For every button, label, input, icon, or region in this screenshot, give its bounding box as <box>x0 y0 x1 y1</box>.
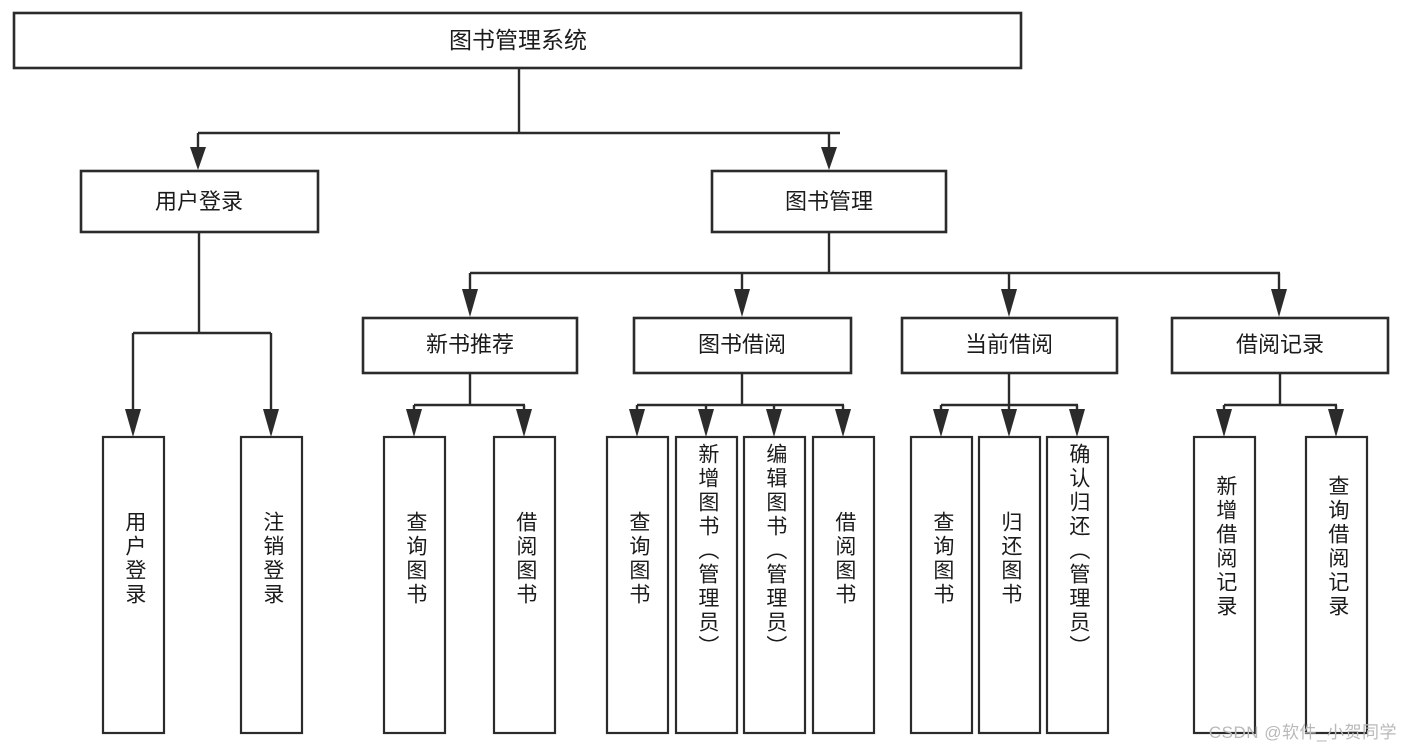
leaf-box-add-record[interactable] <box>1192 435 1257 735</box>
arrow-head-leaf-logout <box>263 409 279 437</box>
arrow-head-leaf-add-record <box>1216 409 1232 437</box>
node-current-borrow-label: 当前借阅 <box>965 332 1053 357</box>
arrow-head-leaf-query-book-3 <box>933 409 949 437</box>
node-new-book-rec-box[interactable] <box>361 316 579 375</box>
leaf-box-edit-book[interactable] <box>742 435 807 735</box>
node-root-box[interactable] <box>12 11 1023 70</box>
node-book-manage-box[interactable] <box>710 169 948 234</box>
arrow-head-leaf-borrow-book-2 <box>835 409 851 437</box>
connector-current-borrow-to-leaves <box>933 373 1085 437</box>
arrow-head-book-manage <box>821 147 837 170</box>
connector-book-manage-to-level3 <box>462 232 1287 317</box>
arrow-head-leaf-edit-book <box>766 409 782 437</box>
leaf-box-confirm-return[interactable] <box>1045 435 1110 735</box>
connector-user-login-to-leaves <box>125 232 279 437</box>
leaf-box-borrow-book-2[interactable] <box>811 435 876 735</box>
arrow-head-leaf-confirm-return <box>1069 409 1085 437</box>
arrow-head-leaf-add-book <box>698 409 714 437</box>
leaf-box-return-book[interactable] <box>977 435 1042 735</box>
node-borrow-record[interactable]: 借阅记录 <box>1170 316 1390 375</box>
leaf-box-add-book[interactable] <box>674 435 739 735</box>
leaf-box-borrow-book-1[interactable] <box>492 435 557 735</box>
node-new-book-rec[interactable]: 新书推荐 <box>361 316 579 375</box>
node-book-borrow[interactable]: 图书借阅 <box>632 316 853 375</box>
arrow-head-new-book-rec <box>462 289 478 317</box>
node-new-book-rec-label: 新书推荐 <box>426 332 514 357</box>
connector-book-borrow-to-leaves <box>629 373 851 437</box>
node-root[interactable]: 图书管理系统 <box>12 11 1023 70</box>
node-book-borrow-label: 图书借阅 <box>698 332 786 357</box>
arrow-head-leaf-query-book-1 <box>406 409 422 437</box>
arrow-head-leaf-borrow-book-1 <box>516 409 532 437</box>
leaf-box-user-login[interactable] <box>101 435 166 735</box>
node-book-borrow-box[interactable] <box>632 316 853 375</box>
arrow-head-borrow-record <box>1271 289 1287 317</box>
node-book-manage[interactable]: 图书管理 <box>710 169 948 234</box>
leaf-box-query-book-2[interactable] <box>605 435 670 735</box>
arrow-head-leaf-query-book-2 <box>629 409 645 437</box>
node-user-login-label: 用户登录 <box>155 189 243 214</box>
node-book-manage-label: 图书管理 <box>785 189 873 214</box>
arrow-head-leaf-query-record <box>1328 409 1344 437</box>
connector-borrow-record-to-leaves <box>1216 373 1344 437</box>
arrow-head-leaf-user-login <box>125 409 141 437</box>
arrow-head-leaf-return-book <box>1001 409 1017 437</box>
arrow-head-current-borrow <box>1001 289 1017 317</box>
leaf-box-query-book-1[interactable] <box>382 435 447 735</box>
arrow-head-book-borrow <box>734 289 750 317</box>
node-borrow-record-label: 借阅记录 <box>1236 332 1324 357</box>
node-root-label: 图书管理系统 <box>449 27 587 53</box>
leaf-box-query-record[interactable] <box>1304 435 1369 735</box>
connector-root-to-level2 <box>190 69 840 170</box>
node-borrow-record-box[interactable] <box>1170 316 1390 375</box>
leaf-box-logout[interactable] <box>239 435 304 735</box>
arrow-head-user-login <box>190 147 206 170</box>
leaf-box-query-book-3[interactable] <box>909 435 974 735</box>
node-current-borrow-box[interactable] <box>900 316 1119 375</box>
node-current-borrow[interactable]: 当前借阅 <box>900 316 1119 375</box>
csdn-watermark: CSDN @软件_小贺同学 <box>1208 723 1397 742</box>
connector-new-book-rec-to-leaves <box>406 373 532 437</box>
node-user-login[interactable]: 用户登录 <box>79 169 320 234</box>
